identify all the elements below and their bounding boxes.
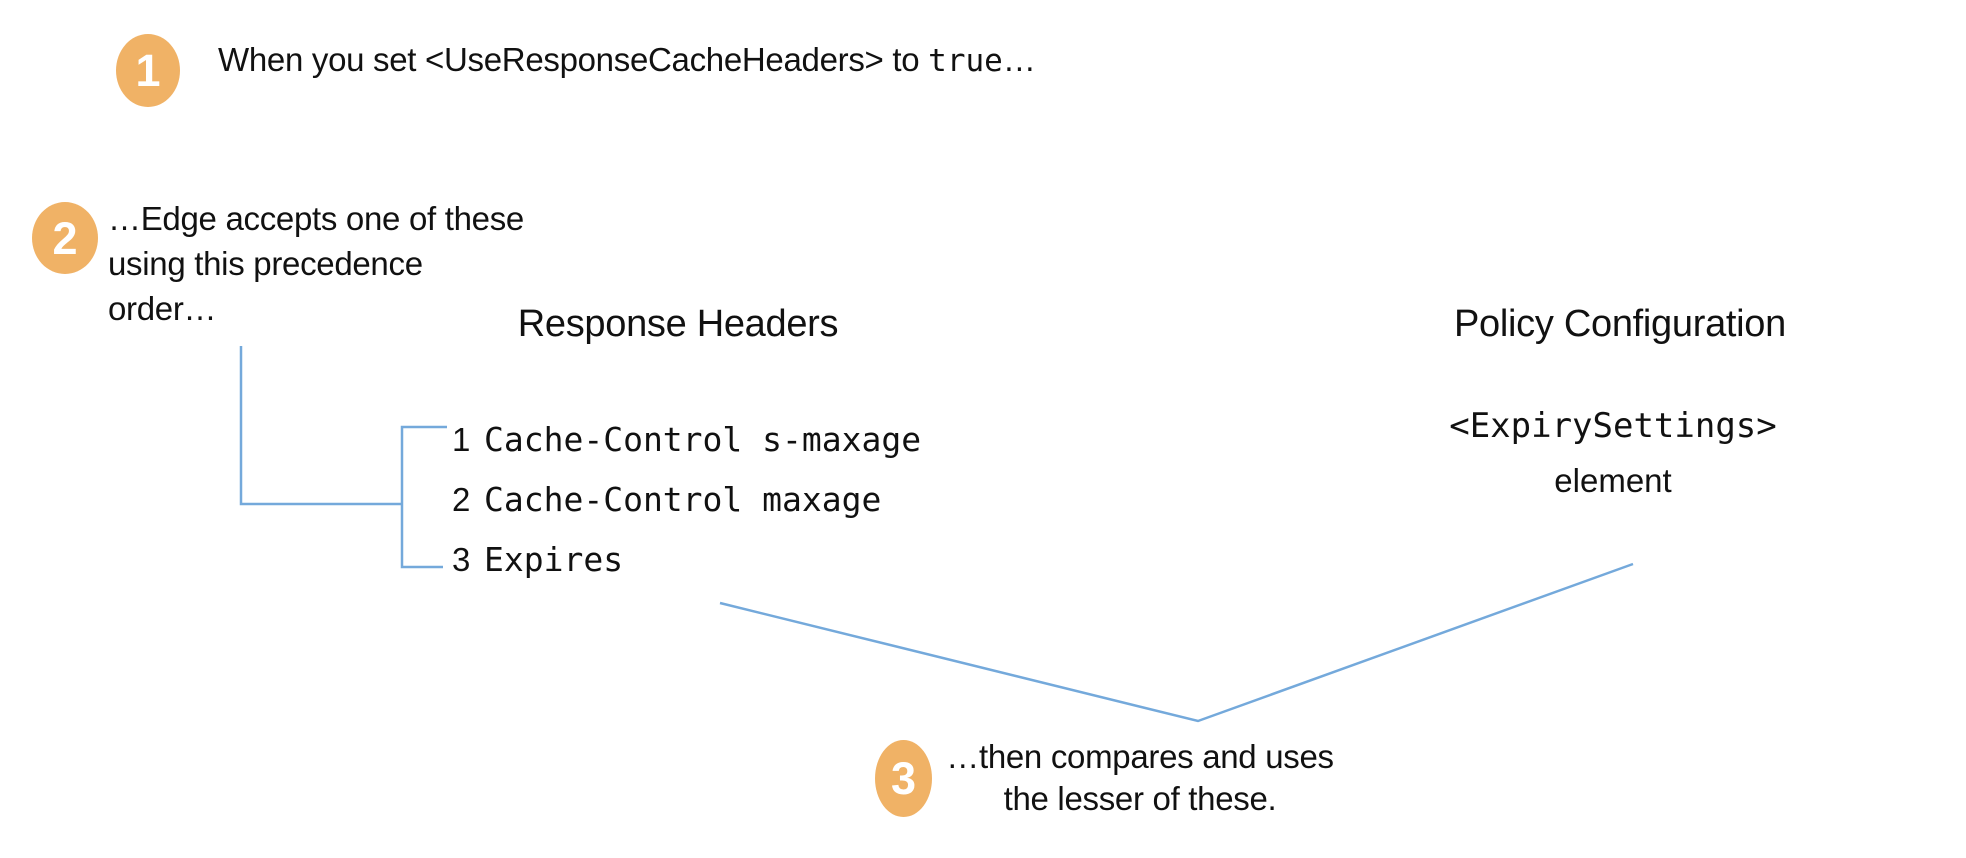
step-2-badge: 2 <box>32 202 98 274</box>
step-2-text: …Edge accepts one of these using this pr… <box>108 196 524 331</box>
response-headers-title: Response Headers <box>517 303 839 345</box>
step-1-text: When you set <UseResponseCacheHeaders> t… <box>218 41 1036 79</box>
step-2-line-1: …Edge accepts one of these <box>108 200 524 237</box>
list-item: 2 Cache-Control maxage <box>452 480 921 519</box>
step-1-text-prefix: When you set <UseResponseCacheHeaders> t… <box>218 41 929 78</box>
list-item: 3 Expires <box>452 540 921 579</box>
step-1-badge: 1 <box>116 34 180 107</box>
step-1-text-suffix: … <box>1002 41 1036 78</box>
list-item-label: Cache-Control s-maxage <box>484 420 922 459</box>
step-2-number: 2 <box>52 212 78 264</box>
list-item: 1 Cache-Control s-maxage <box>452 420 921 459</box>
expiry-settings-code: <ExpirySettings> <box>1449 406 1777 446</box>
list-item-label: Cache-Control maxage <box>484 480 882 519</box>
list-item-label: Expires <box>484 540 624 579</box>
step-3-badge: 3 <box>875 740 932 817</box>
list-item-rank: 2 <box>452 481 471 518</box>
step-3-number: 3 <box>890 753 917 804</box>
step-1-code-true: true <box>928 43 1003 79</box>
step-2-line-2: using this precedence <box>108 245 423 282</box>
policy-configuration-title: Policy Configuration <box>1454 303 1786 345</box>
step-2-line-3: order… <box>108 290 217 327</box>
step-3-line-2: the lesser of these. <box>1003 780 1277 817</box>
precedence-connector-line <box>239 346 401 506</box>
expiry-settings-caption: element <box>1554 462 1672 499</box>
list-item-rank: 1 <box>452 421 471 458</box>
step-1-number: 1 <box>135 45 161 96</box>
step-3-line-1: …then compares and uses <box>946 738 1334 775</box>
response-headers-list: 1 Cache-Control s-maxage 2 Cache-Control… <box>452 420 921 600</box>
step-3-text: …then compares and uses the lesser of th… <box>940 736 1340 820</box>
precedence-bracket-line <box>400 425 447 569</box>
list-item-rank: 3 <box>452 541 471 578</box>
